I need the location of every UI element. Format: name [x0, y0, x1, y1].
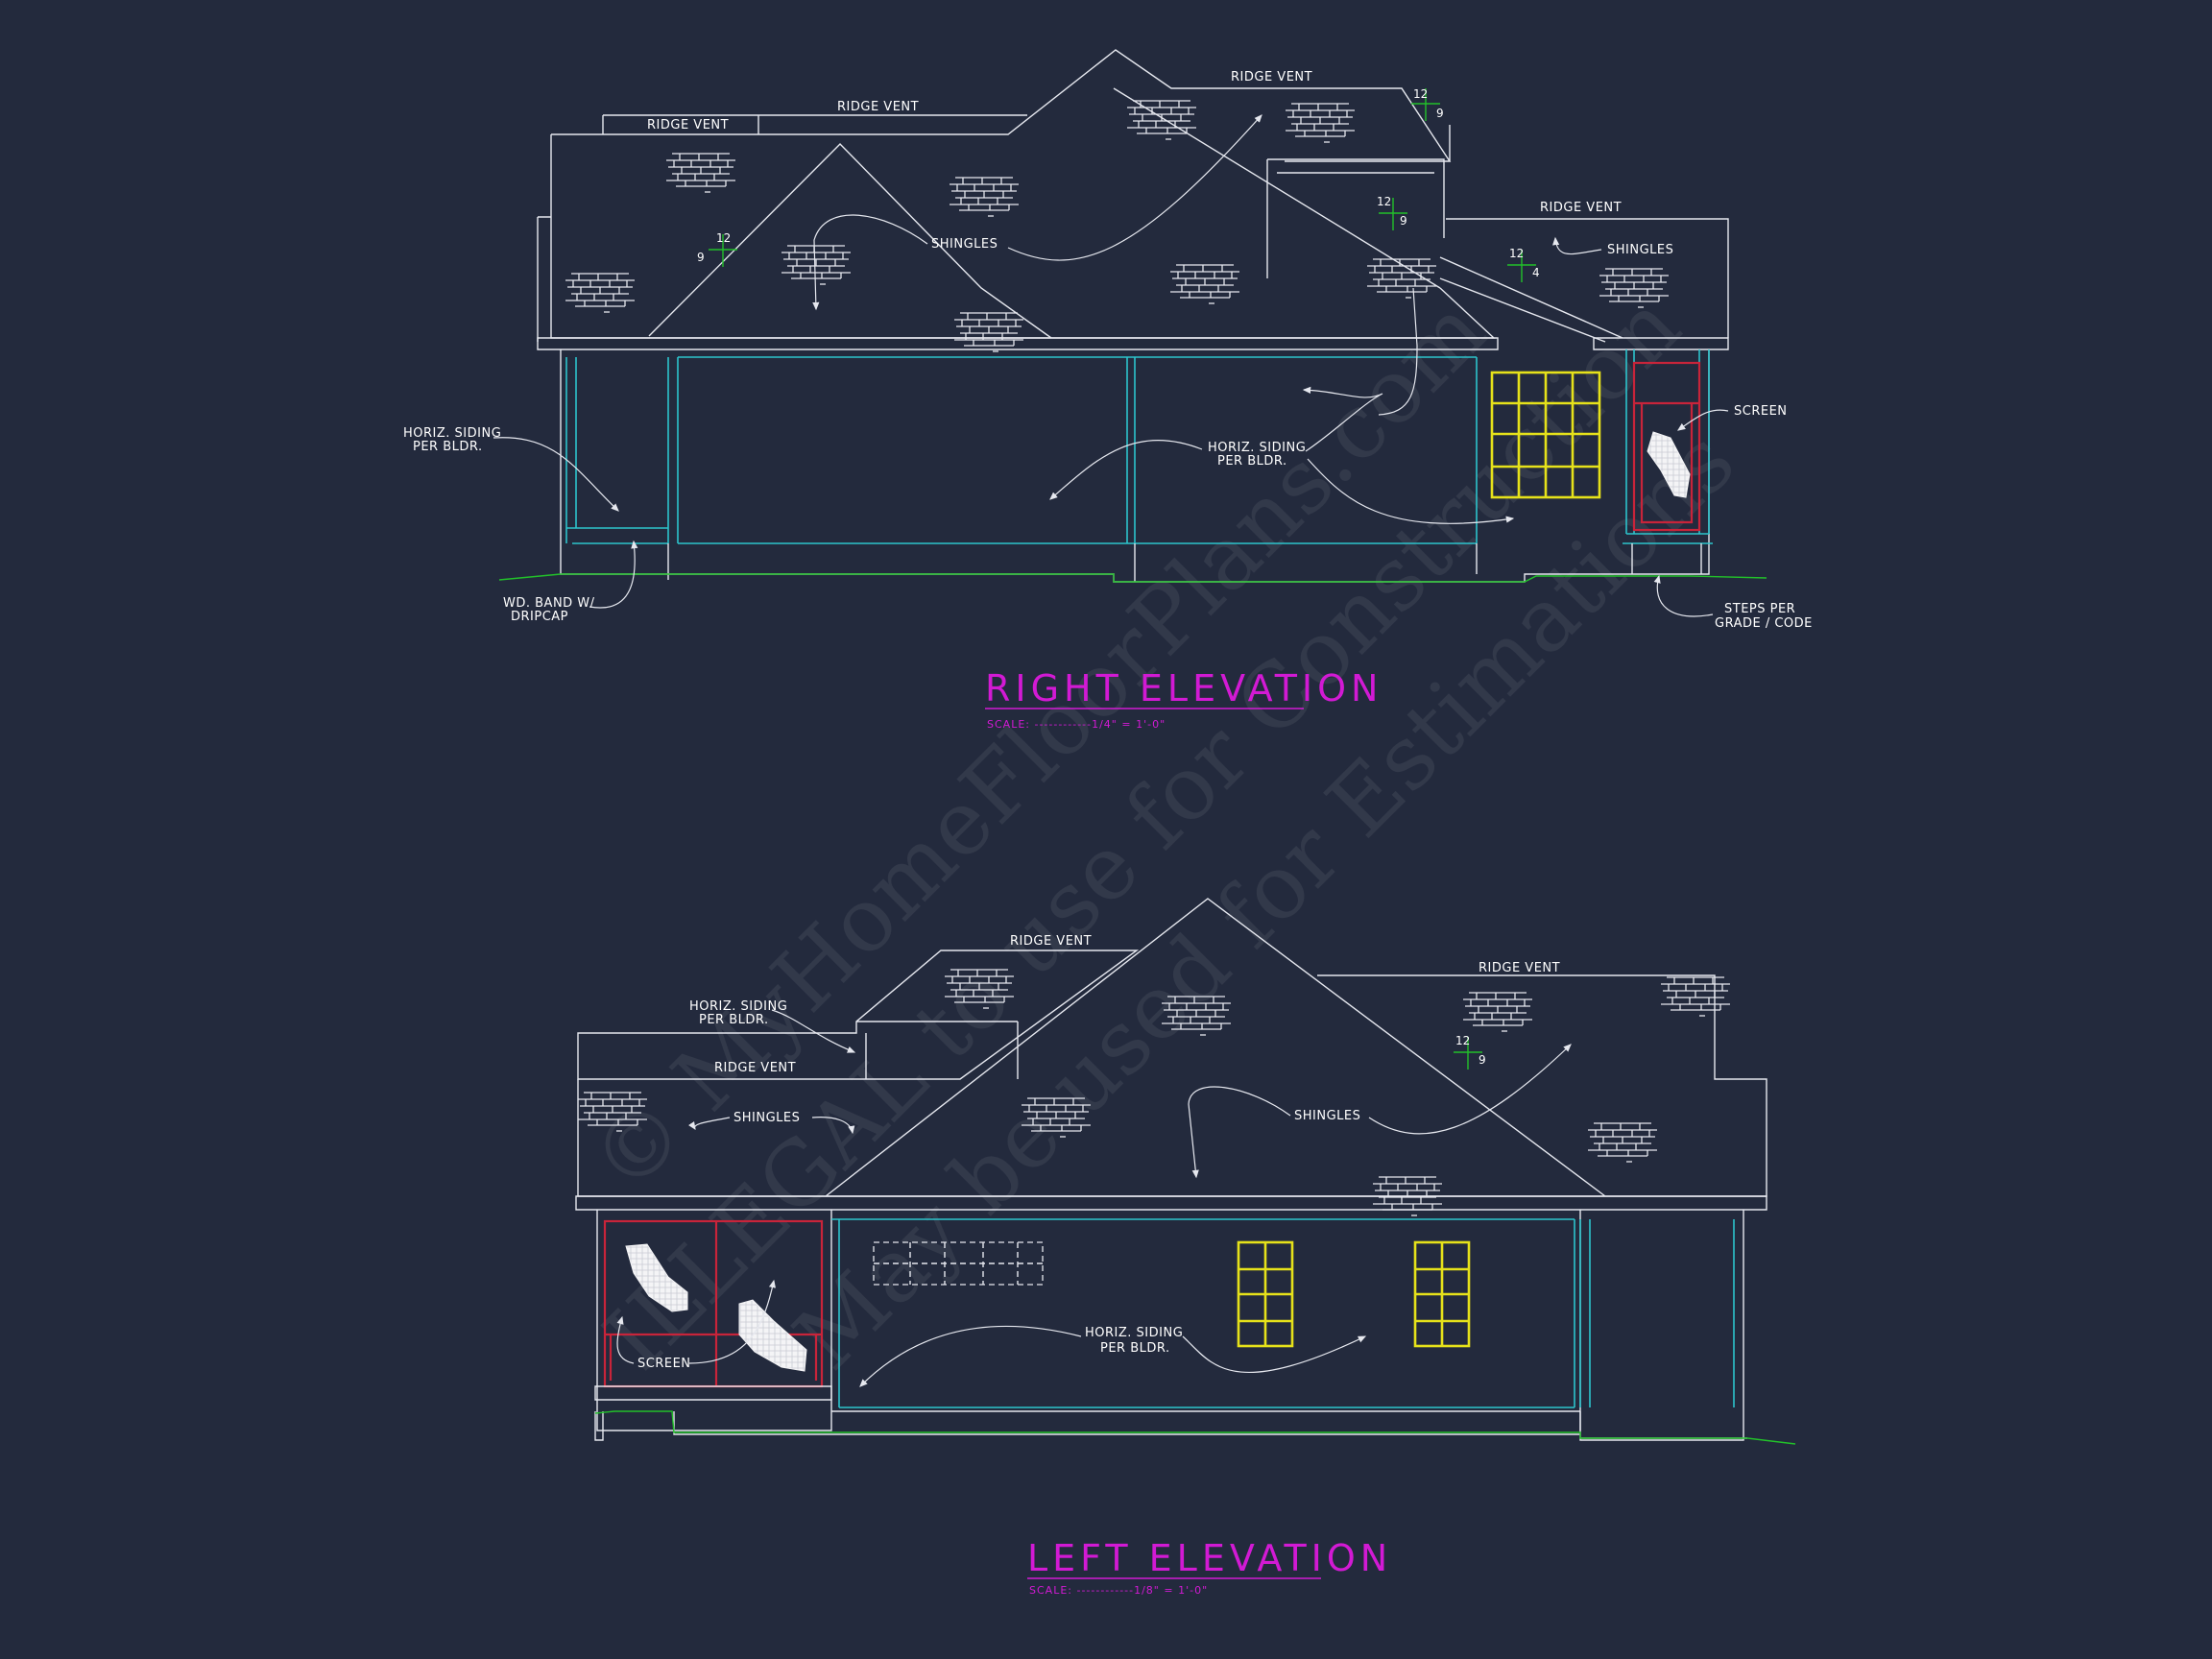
- right-steps-label-1: STEPS PER: [1724, 602, 1795, 616]
- right-shingles-label-2: SHINGLES: [1607, 243, 1673, 257]
- right-shingles-label-1: SHINGLES: [931, 237, 998, 252]
- right-siding-mid-label-1: HORIZ. SIDING: [1208, 441, 1306, 455]
- left-screen-label: SCREEN: [637, 1357, 691, 1371]
- left-siding-top-label-2: PER BLDR.: [699, 1013, 769, 1027]
- right-pitch-2-rise: 12: [1377, 195, 1391, 208]
- left-shingles-label-1: SHINGLES: [733, 1111, 800, 1125]
- left-siding-top-label-1: HORIZ. SIDING: [689, 999, 787, 1014]
- left-pitch-marker: 12 9: [1454, 1034, 1486, 1070]
- left-shingles-label-2: SHINGLES: [1294, 1109, 1360, 1123]
- right-pitch-3-rise: 12: [716, 231, 731, 245]
- right-band-label-1: WD. BAND W/: [503, 596, 595, 611]
- right-steps-label-2: GRADE / CODE: [1715, 616, 1813, 631]
- left-elevation-screen-porch: [594, 1219, 832, 1401]
- left-elevation-scale: SCALE: ------------1/8" = 1'-0": [1029, 1584, 1208, 1597]
- right-ridge-vent-label-1: RIDGE VENT: [647, 118, 729, 132]
- left-ridge-vent-label-1: RIDGE VENT: [1010, 934, 1092, 949]
- left-pitch-1-run: 9: [1479, 1053, 1486, 1067]
- left-ridge-vent-label-3: RIDGE VENT: [714, 1061, 796, 1075]
- left-siding-mid-label-1: HORIZ. SIDING: [1085, 1326, 1183, 1340]
- right-pitch-3-run: 9: [697, 251, 705, 264]
- left-elevation-window-1: [1237, 1240, 1294, 1348]
- right-ridge-vent-label-2: RIDGE VENT: [837, 100, 919, 114]
- left-elevation-window-2: [1413, 1240, 1471, 1348]
- left-elevation-ground: [594, 1410, 1796, 1445]
- left-ridge-vent-label-2: RIDGE VENT: [1479, 961, 1560, 975]
- left-elevation-walls: [594, 1210, 1747, 1441]
- right-ridge-vent-label-4: RIDGE VENT: [1540, 201, 1622, 215]
- left-elevation-roof: [575, 898, 1767, 1211]
- right-pitch-2-run: 9: [1400, 214, 1407, 228]
- right-siding-mid-label-2: PER BLDR.: [1217, 454, 1287, 469]
- right-elevation: 12 9 12 9 12 9 12 4 RIDGE VENT RIDGE VEN…: [403, 49, 1813, 731]
- left-elevation-vent: [873, 1241, 1044, 1286]
- right-siding-left-label-2: PER BLDR.: [413, 440, 483, 454]
- right-elevation-scale: SCALE: ------------1/4" = 1'-0": [987, 718, 1166, 731]
- right-ridge-vent-label-3: RIDGE VENT: [1231, 70, 1312, 84]
- right-pitch-1-run: 9: [1436, 107, 1444, 120]
- right-elevation-window: [1490, 371, 1601, 499]
- right-pitch-4-rise: 12: [1509, 247, 1524, 260]
- left-siding-mid-label-2: PER BLDR.: [1100, 1341, 1170, 1356]
- right-elevation-roof: [537, 49, 1729, 350]
- left-pitch-1-rise: 12: [1455, 1034, 1470, 1047]
- right-siding-left-label-1: HORIZ. SIDING: [403, 426, 501, 441]
- right-elevation-screen-door: [1632, 361, 1701, 532]
- right-pitch-1-rise: 12: [1413, 87, 1428, 101]
- left-elevation: 12 9 RIDGE VENT RIDGE VENT RIDGE VENT HO…: [575, 898, 1796, 1597]
- left-elevation-title: LEFT ELEVATION: [1027, 1537, 1392, 1579]
- right-screen-label: SCREEN: [1734, 404, 1788, 419]
- right-band-label-2: DRIPCAP: [511, 610, 568, 624]
- right-pitch-4-run: 4: [1532, 266, 1540, 279]
- right-pitch-markers: 12 9 12 9 12 9 12 4: [697, 87, 1540, 282]
- right-elevation-ground: [498, 573, 1767, 583]
- right-elevation-title: RIGHT ELEVATION: [985, 667, 1382, 709]
